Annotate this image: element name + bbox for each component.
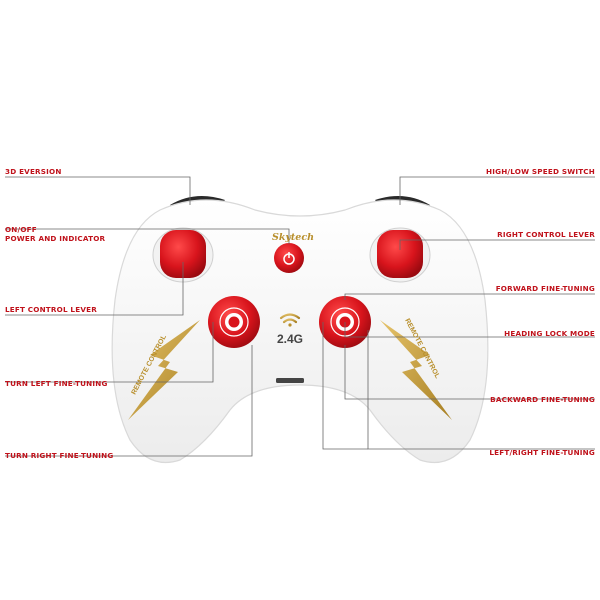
label-left-right-fine-tuning: LEFT/RIGHT FINE-TUNING (489, 448, 595, 457)
label-right-control-lever: RIGHT CONTROL LEVER (497, 230, 595, 239)
left-dpad-center-inner (228, 316, 240, 328)
left-control-lever (160, 230, 206, 278)
left-dpad-ring (219, 307, 249, 337)
line-3d-eversion (5, 176, 191, 205)
label-onoff: ON/OFF (5, 225, 37, 234)
label-left-control-lever: LEFT CONTROL LEVER (5, 305, 97, 314)
line-heading-lock (344, 322, 595, 338)
line-backward (344, 345, 595, 400)
line-left-right-b (322, 322, 368, 450)
line-turn-right (5, 345, 253, 457)
label-3d-eversion: 3D EVERSION (5, 167, 62, 176)
line-onoff (5, 228, 290, 244)
frequency-label: 2.4G (277, 332, 303, 346)
label-power-indicator: POWER AND INDICATOR (5, 234, 106, 243)
callout-lines (5, 176, 595, 457)
label-turn-right-fine-tuning: TURN RIGHT FINE-TUNING (5, 451, 114, 460)
line-turn-left (5, 322, 214, 383)
charging-port (276, 378, 304, 383)
line-right-lever (399, 239, 595, 250)
line-forward (344, 293, 595, 300)
line-left-lever (5, 262, 184, 316)
wifi-icon (279, 313, 301, 327)
right-control-lever (377, 230, 423, 278)
label-high-low-speed-switch: HIGH/LOW SPEED SWITCH (486, 167, 595, 176)
label-turn-left-fine-tuning: TURN LEFT FINE-TUNING (5, 379, 108, 388)
brand-logo: Skytech (272, 232, 314, 243)
label-heading-lock-mode: HEADING LOCK MODE (504, 329, 595, 338)
line-speed-switch (399, 176, 595, 205)
label-forward-fine-tuning: FORWARD FINE-TUNING (495, 284, 595, 293)
label-backward-fine-tuning: BACKWARD FINE-TUNING (490, 395, 595, 404)
